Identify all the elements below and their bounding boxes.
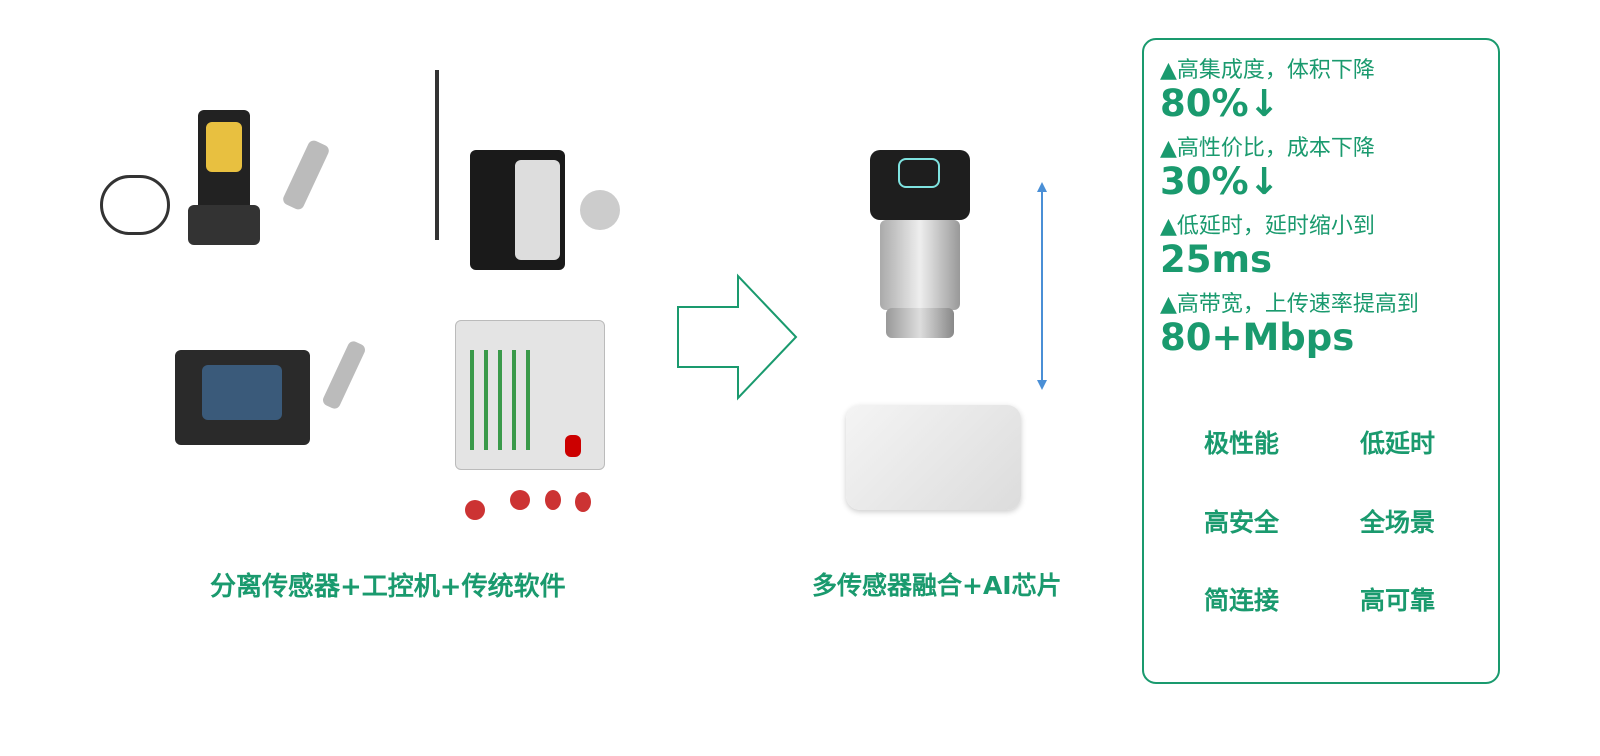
feature-label: ▲高集成度，体积下降 (1160, 58, 1375, 83)
feature-label: ▲高性价比，成本下降 (1160, 136, 1375, 161)
portable-collector-image (120, 320, 390, 450)
ai-sensor-image (820, 140, 1050, 400)
feature-label: ▲低延时，延时缩小到 (1160, 214, 1375, 239)
tag-connectivity: 简连接 (1204, 586, 1280, 615)
tag-performance: 极性能 (1204, 429, 1280, 458)
rack-controller-image (450, 320, 630, 530)
feature-value: 25ms (1160, 238, 1273, 281)
tag-security: 高安全 (1204, 508, 1280, 537)
feature-value: 80%↓ (1160, 82, 1280, 125)
left-caption: 分离传感器+工控机+传统软件 (210, 572, 566, 602)
handheld-analyzer-image (80, 80, 380, 280)
feature-label: ▲高带宽，上传速率提高到 (1160, 292, 1419, 317)
transition-arrow-icon (677, 273, 798, 401)
height-dimension-arrow-icon (1037, 182, 1047, 390)
middle-caption: 多传感器融合+AI芯片 (812, 571, 1062, 600)
tag-reliability: 高可靠 (1360, 586, 1436, 615)
advantages-panel: ▲高集成度，体积下降 80%↓ ▲高性价比，成本下降 30%↓ ▲低延时，延时缩… (1142, 38, 1500, 684)
wireless-gateway-image (420, 70, 650, 280)
tag-latency: 低延时 (1360, 429, 1436, 458)
tag-scenario: 全场景 (1360, 508, 1436, 537)
feature-value: 30%↓ (1160, 160, 1280, 203)
edge-gateway-image (846, 405, 1021, 510)
feature-value: 80+Mbps (1160, 316, 1355, 359)
